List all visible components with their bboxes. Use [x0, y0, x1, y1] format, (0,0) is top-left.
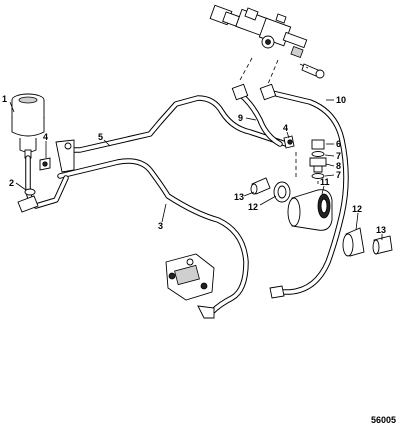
callout-1: 1: [2, 94, 15, 113]
hose-9: [237, 91, 283, 147]
callout-7-upper: 7: [324, 151, 341, 161]
hose-elbow-fitting: [17, 139, 75, 213]
svg-text:12: 12: [352, 204, 362, 214]
svg-text:9: 9: [238, 113, 243, 123]
callout-7-lower: 7: [324, 170, 341, 180]
svg-text:10: 10: [336, 95, 346, 105]
cooler-end-cap-12-right: [342, 227, 365, 257]
pump-hose-end: [197, 305, 215, 319]
fitting-6: [311, 139, 325, 150]
callout-3: 3: [158, 203, 167, 231]
callout-2: 2: [9, 178, 27, 191]
fitting-4-left: [39, 157, 51, 171]
hose-10: [265, 89, 349, 295]
fitting-2: [24, 188, 36, 196]
svg-text:6: 6: [336, 139, 341, 149]
callout-10: 10: [326, 95, 346, 105]
alignment-line: [267, 59, 279, 85]
callout-8: 8: [325, 161, 341, 171]
valve-fitting: [301, 63, 325, 79]
hose-adapter-13-right: [372, 235, 393, 255]
svg-text:3: 3: [158, 221, 163, 231]
callout-11: 11: [320, 177, 330, 195]
svg-text:11: 11: [320, 177, 330, 187]
hose-5: [57, 95, 289, 153]
callout-13-right: 13: [376, 225, 386, 240]
steering-pump: [165, 253, 215, 301]
fitting-4-right: [283, 135, 295, 149]
callout-6: 6: [326, 139, 341, 149]
hose-9-end-fitting: [231, 83, 249, 101]
callout-4-left: 4: [43, 132, 48, 158]
alignment-line: [299, 63, 309, 69]
svg-text:7: 7: [336, 170, 341, 180]
svg-text:12: 12: [248, 202, 258, 212]
o-ring-7-lower: [311, 173, 325, 179]
callout-5: 5: [98, 132, 111, 147]
svg-text:2: 2: [9, 178, 14, 188]
svg-text:4: 4: [43, 132, 48, 142]
fluid-reservoir: [11, 93, 45, 159]
svg-text:1: 1: [2, 94, 7, 104]
callout-9: 9: [238, 113, 257, 123]
callout-13-left: 13: [234, 191, 255, 202]
callout-12-left: 12: [248, 195, 277, 212]
cooler-end-cap-12-left: [273, 181, 291, 203]
svg-text:4: 4: [283, 123, 288, 133]
svg-text:13: 13: [376, 225, 386, 235]
callout-4-right: 4: [283, 123, 290, 139]
svg-text:8: 8: [336, 161, 341, 171]
alignment-line: [239, 57, 253, 81]
steering-valve-assembly: [209, 4, 308, 58]
callout-12-right: 12: [352, 204, 362, 231]
fluid-cooler: [287, 189, 333, 231]
hose-adapter-13-left: [250, 177, 271, 195]
figure-number: 56005: [370, 415, 396, 425]
o-ring-7-upper: [311, 151, 325, 157]
fitting-8: [309, 157, 327, 173]
svg-text:13: 13: [234, 192, 244, 202]
hose-3: [57, 158, 249, 315]
svg-text:7: 7: [336, 151, 341, 161]
hose-10-end-fitting: [259, 83, 285, 299]
svg-text:5: 5: [98, 132, 103, 142]
